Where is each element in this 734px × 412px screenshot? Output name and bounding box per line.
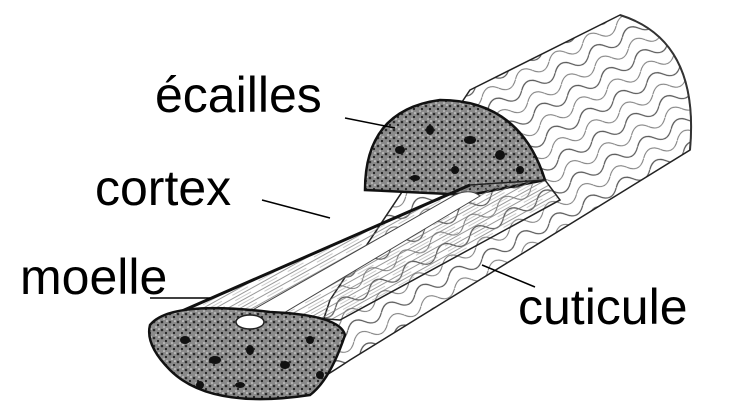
cuticule-label: cuticule [518, 282, 688, 332]
cortex-label: cortex [95, 163, 231, 213]
moelle-label: moelle [20, 252, 167, 302]
lower-cross-section [149, 308, 345, 399]
ecailles-label: écailles [155, 70, 322, 120]
cortex-leader-line [262, 200, 330, 218]
